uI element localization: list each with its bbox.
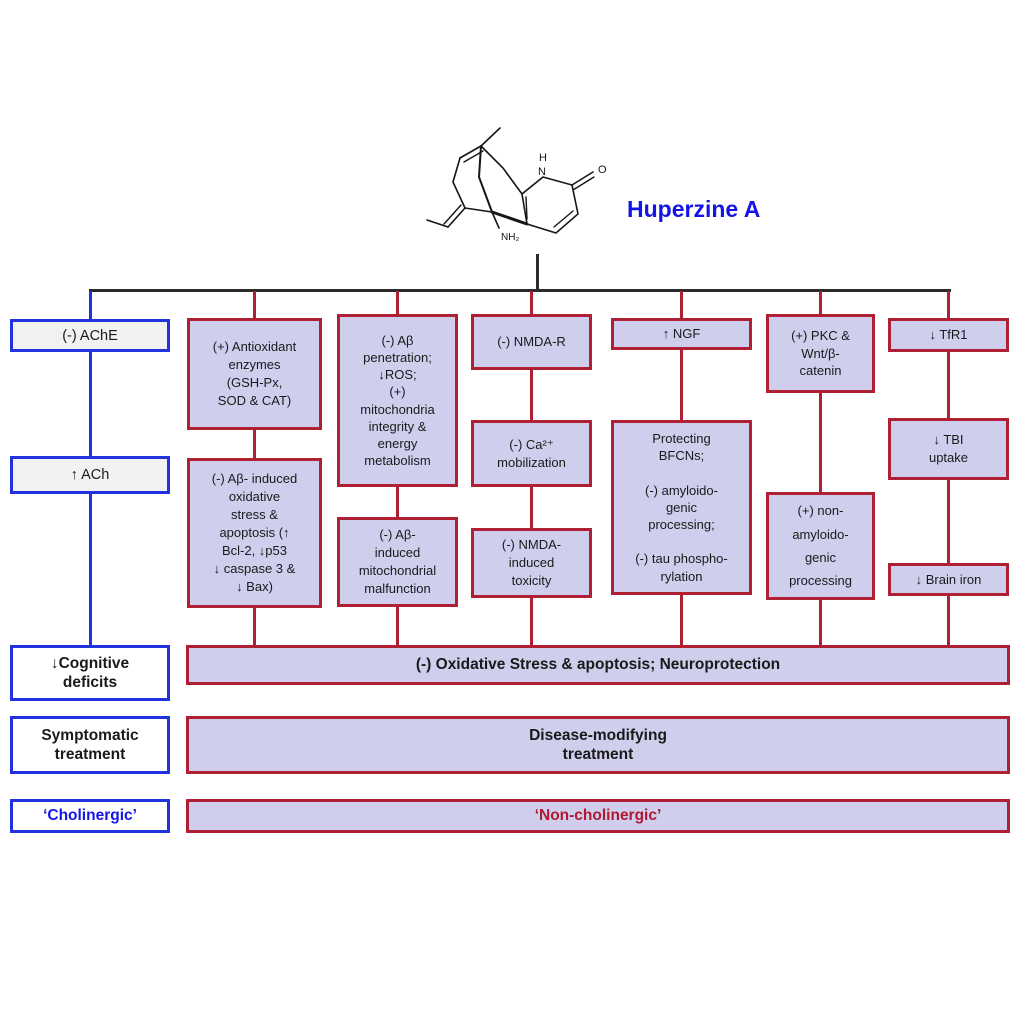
- box-symptomatic-treatment: Symptomatic treatment: [10, 716, 170, 774]
- bar-disease-modifying: Disease-modifying treatment: [186, 716, 1010, 774]
- connector-drop-col1: [253, 291, 256, 318]
- connector-col5-mid: [819, 393, 822, 492]
- box-abeta-oxidative-stress: (-) Aβ- induced oxidative stress & apopt…: [187, 458, 322, 608]
- box-bfcn-protection: Protecting BFCNs; (-) amyloido- genic pr…: [611, 420, 752, 595]
- connector-drop-ache: [89, 291, 92, 319]
- box-tfr1: ↓ TfR1: [888, 318, 1009, 352]
- connector-main-horizontal: [89, 289, 951, 292]
- connector-drop-col4: [680, 291, 683, 318]
- box-ache: (-) AChE: [10, 319, 170, 352]
- connector-col5-bottom: [819, 600, 822, 645]
- box-antioxidant-enzymes: (+) Antioxidant enzymes (GSH-Px, SOD & C…: [187, 318, 322, 430]
- connector-col4-mid: [680, 350, 683, 420]
- box-nmda-toxicity: (-) NMDA- induced toxicity: [471, 528, 592, 598]
- connector-col1-bottom: [253, 608, 256, 645]
- connector-col3-bottom: [530, 598, 533, 645]
- connector-col2-bottom: [396, 607, 399, 645]
- connector-ache-ach: [89, 352, 92, 456]
- amine-nh2-label: NH₂: [501, 232, 519, 243]
- bar-non-cholinergic-label: ‘Non-cholinergic’: [186, 799, 1010, 833]
- huperzine-a-structure: H N O NH₂: [415, 115, 625, 265]
- box-ngf: ↑ NGF: [611, 318, 752, 350]
- molecule-drawing: H N O NH₂: [426, 127, 607, 243]
- box-cognitive-deficits: ↓Cognitive deficits: [10, 645, 170, 701]
- box-abeta-penetration: (-) Aβ penetration; ↓ROS; (+) mitochondr…: [337, 314, 458, 487]
- box-brain-iron: ↓ Brain iron: [888, 563, 1009, 596]
- box-cholinergic-label: ‘Cholinergic’: [10, 799, 170, 833]
- compound-name: Huperzine A: [627, 196, 761, 222]
- connector-col6-bottom: [947, 596, 950, 645]
- box-non-amyloidogenic: (+) non- amyloido- genic processing: [766, 492, 875, 600]
- bar-neuroprotection: (-) Oxidative Stress & apoptosis; Neurop…: [186, 645, 1010, 685]
- nh-hydrogen-label: H: [539, 152, 547, 164]
- carbonyl-oxygen-label: O: [598, 164, 607, 176]
- connector-drop-col3: [530, 291, 533, 315]
- connector-col2-mid: [396, 487, 399, 517]
- box-nmda-receptor: (-) NMDA-R: [471, 314, 592, 370]
- connector-col3-mid: [530, 487, 533, 528]
- connector-drop-col6: [947, 291, 950, 318]
- connector-drop-col5: [819, 291, 822, 315]
- connector-ach-cognitive: [89, 494, 92, 645]
- connector-structure-stem: [536, 254, 539, 292]
- box-pkc-wnt: (+) PKC & Wnt/β- catenin: [766, 314, 875, 393]
- connector-col6-upper: [947, 352, 950, 418]
- box-mitochondrial-malfunction: (-) Aβ- induced mitochondrial malfunctio…: [337, 517, 458, 607]
- connector-col4-bottom: [680, 595, 683, 645]
- connector-col6-mid: [947, 480, 950, 563]
- box-calcium-mobilization: (-) Ca²⁺ mobilization: [471, 420, 592, 487]
- connector-col1-mid: [253, 430, 256, 458]
- box-ach: ↑ ACh: [10, 456, 170, 494]
- box-tbi-uptake: ↓ TBI uptake: [888, 418, 1009, 480]
- connector-col3-upper: [530, 370, 533, 420]
- ring-nitrogen-label: N: [538, 166, 546, 178]
- connector-drop-col2: [396, 291, 399, 315]
